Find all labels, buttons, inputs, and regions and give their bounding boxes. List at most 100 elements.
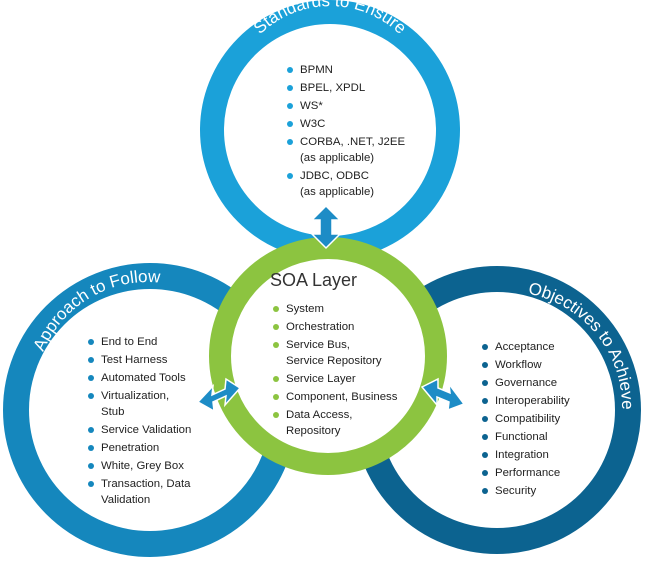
- list-item: Component, Business: [272, 388, 397, 406]
- list-item-label: Service Validation: [101, 424, 192, 436]
- list-item: Integration: [481, 446, 570, 464]
- list-item-label: System: [286, 303, 324, 315]
- bullet-dot: [88, 481, 94, 487]
- bullet-dot: [88, 375, 94, 381]
- list-item-label: Test Harness: [101, 354, 168, 366]
- bullet-dot: [482, 380, 488, 386]
- bullet-dot: [482, 362, 488, 368]
- list-item-sublabel: Validation: [101, 494, 151, 506]
- list-item: BPMN: [286, 61, 405, 79]
- arrow-objectives-soa: [420, 377, 466, 412]
- list-item-label: Governance: [495, 377, 558, 389]
- bullet-dot: [273, 394, 279, 400]
- bullet-dot: [273, 324, 279, 330]
- list-item: CORBA, .NET, J2EE(as applicable): [286, 133, 405, 167]
- bullet-dot: [482, 416, 488, 422]
- list-item-label: Data Access,: [286, 409, 353, 421]
- list-item: Security: [481, 482, 570, 500]
- list-item-sublabel: (as applicable): [300, 152, 375, 164]
- bullet-dot: [88, 357, 94, 363]
- bullet-dot: [273, 412, 279, 418]
- list-item: JDBC, ODBC (as applicable): [286, 167, 405, 201]
- bullet-dot: [482, 344, 488, 350]
- list-item-label: Compatibility: [495, 413, 561, 425]
- list-item: Service Validation: [87, 421, 191, 439]
- list-item: Interoperability: [481, 392, 570, 410]
- list-item-label: Acceptance: [495, 341, 555, 353]
- list-item-label: BPMN: [300, 64, 333, 76]
- list-item-sublabel: Stub: [101, 406, 125, 418]
- bullet-dot: [287, 121, 293, 127]
- list-item: BPEL, XPDL: [286, 79, 405, 97]
- list-item-label: Security: [495, 485, 537, 497]
- list-item-label: W3C: [300, 118, 326, 130]
- list-item-label: Transaction, Data: [101, 478, 191, 490]
- list-item: White, Grey Box: [87, 457, 191, 475]
- list-item: W3C: [286, 115, 405, 133]
- list-item: Virtualization, Stub: [87, 387, 191, 421]
- list-item-label: Orchestration: [286, 321, 355, 333]
- list-item-label: Component, Business: [286, 391, 398, 403]
- list-item: Acceptance: [481, 338, 570, 356]
- bullet-dot: [273, 376, 279, 382]
- bullet-dot: [287, 85, 293, 91]
- bullet-dot: [287, 67, 293, 73]
- list-item-label: Automated Tools: [101, 372, 186, 384]
- list-item: System: [272, 300, 397, 318]
- list-item-label: Service Bus,: [286, 339, 350, 351]
- list-item-label: JDBC, ODBC: [300, 170, 369, 182]
- soa-ring-backdrop: [210, 238, 446, 474]
- soa-title: SOA Layer: [270, 270, 358, 290]
- list-item-label: Penetration: [101, 442, 160, 454]
- bullet-dot: [88, 463, 94, 469]
- bullet-dot: [482, 488, 488, 494]
- list-item-label: BPEL, XPDL: [300, 82, 366, 94]
- list-item: Functional: [481, 428, 570, 446]
- list-item: Performance: [481, 464, 570, 482]
- bullet-dot: [88, 393, 94, 399]
- list-item-sublabel: Repository: [286, 425, 341, 437]
- list-item: Data Access, Repository: [272, 406, 397, 440]
- list-item-label: Workflow: [495, 359, 542, 371]
- list-item-label: Service Layer: [286, 373, 356, 385]
- bullet-dot: [482, 470, 488, 476]
- soa-ring: [209, 237, 447, 475]
- list-item: Test Harness: [87, 351, 191, 369]
- list-item-label: Interoperability: [495, 395, 570, 407]
- bullet-dot: [88, 339, 94, 345]
- list-item: Compatibility: [481, 410, 570, 428]
- list-item-label: End to End: [101, 336, 158, 348]
- bullet-dot: [88, 427, 94, 433]
- list-item: Automated Tools: [87, 369, 191, 387]
- list-item-label: Functional: [495, 431, 548, 443]
- list-item: Orchestration: [272, 318, 397, 336]
- bullet-dot: [273, 342, 279, 348]
- list-item: Service Layer: [272, 370, 397, 388]
- bullet-dot: [482, 398, 488, 404]
- list-item-sublabel: Service Repository: [286, 355, 382, 367]
- list-item: Service Bus, Service Repository: [272, 336, 397, 370]
- list-item: Penetration: [87, 439, 191, 457]
- arrow-approach-soa: [196, 377, 242, 413]
- list-item-label: Virtualization,: [101, 390, 170, 402]
- list-item: WS*: [286, 97, 405, 115]
- bullet-dot: [287, 173, 293, 179]
- bullet-dot: [482, 452, 488, 458]
- bullet-dot: [273, 306, 279, 312]
- list-item: Workflow: [481, 356, 570, 374]
- list-item-label: Performance: [495, 467, 561, 479]
- bullet-dot: [88, 445, 94, 451]
- list-item: End to End: [87, 333, 191, 351]
- arrow-standards-soa: [310, 204, 342, 250]
- bullet-dot: [287, 139, 293, 145]
- list-item-sublabel: (as applicable): [300, 186, 375, 198]
- list-item-label: WS*: [300, 100, 323, 112]
- bullet-dot: [287, 103, 293, 109]
- list-item-label: Integration: [495, 449, 549, 461]
